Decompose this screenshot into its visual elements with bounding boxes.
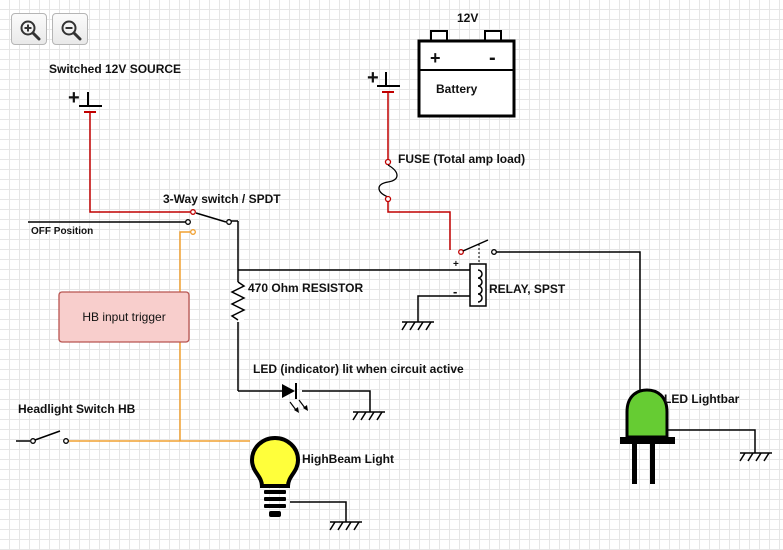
source-symbol: +: [68, 87, 102, 113]
lightbar-ground-wire: [655, 429, 756, 453]
ground-symbol-highbeam: [329, 521, 362, 531]
led-lightbar-icon: [620, 388, 675, 484]
relay-minus-sign: -: [453, 284, 457, 299]
source-label: Switched 12V SOURCE: [49, 62, 181, 76]
highbeam-label: HighBeam Light: [302, 452, 394, 466]
off-position-label: OFF Position: [31, 226, 93, 237]
led-indicator-label: LED (indicator) lit when circuit active: [253, 362, 464, 376]
zoom-out-icon: [61, 20, 82, 41]
source-plus-sign: +: [68, 87, 80, 109]
trigger-wire: [179, 231, 192, 441]
zoom-out-button[interactable]: [52, 13, 88, 45]
battery-terminal-symbol: +: [367, 67, 400, 93]
highbeam-bulb-icon: [249, 435, 301, 517]
resistor-label: 470 Ohm RESISTOR: [248, 281, 363, 295]
battery-terminal-plus-sign: +: [367, 67, 379, 89]
orange-wires: [68, 231, 250, 442]
headlight-switch-label: Headlight Switch HB: [18, 402, 136, 416]
zoom-in-button[interactable]: [11, 13, 47, 45]
led-indicator-ground-wire: [302, 390, 371, 412]
fuse-symbol: [378, 158, 398, 203]
battery-minus-sign: -: [489, 47, 496, 69]
switch-label: 3-Way switch / SPDT: [163, 192, 281, 206]
relay-output-wire: [496, 251, 641, 395]
battery-plus-sign: +: [430, 48, 441, 68]
red-wires: [89, 92, 451, 250]
resistor-symbol: [230, 281, 246, 322]
highbeam-ground-wire: [290, 501, 347, 522]
relay-symbol: + -: [453, 239, 497, 307]
led-indicator-symbol: [282, 383, 308, 413]
spdt-switch-symbol: [185, 209, 238, 235]
relay-label: RELAY, SPST: [489, 282, 566, 296]
relay-plus-sign: +: [453, 259, 459, 270]
source-wire: [89, 112, 191, 213]
hb-trigger-box: [58, 291, 190, 343]
relay-ground-wire: [417, 295, 470, 322]
lightbar-label: LED Lightbar: [664, 392, 740, 406]
fuse-label: FUSE (Total amp load): [398, 152, 525, 166]
fuse-to-relay-wire: [387, 200, 451, 250]
ground-symbol-lightbar: [739, 452, 772, 462]
battery-icon: + -: [417, 30, 516, 118]
battery-label: Battery: [436, 82, 478, 96]
battery-voltage-label: 12V: [457, 11, 478, 25]
hb-trigger-label: HB input trigger: [82, 310, 165, 324]
ground-symbol-relay: [401, 321, 434, 331]
ground-symbol-led-indicator: [352, 411, 385, 421]
zoom-in-icon: [20, 20, 41, 41]
black-wires: [28, 221, 756, 522]
headlight-switch-symbol: [16, 430, 69, 444]
